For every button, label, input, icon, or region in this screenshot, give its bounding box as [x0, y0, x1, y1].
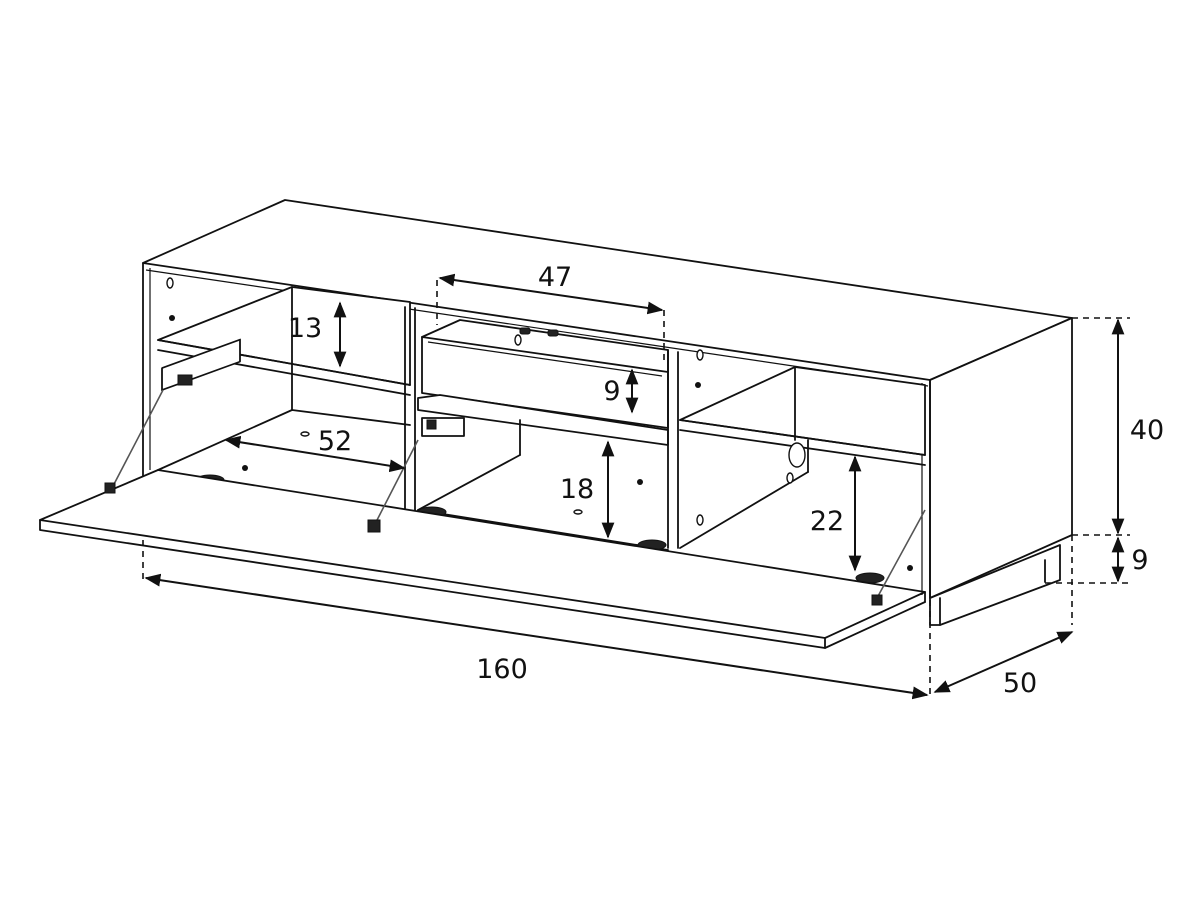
center-divider — [404, 306, 416, 513]
label-height: 40 — [1130, 415, 1164, 446]
dim-drawer-width-line — [438, 273, 664, 315]
cable-hole-icon — [788, 442, 806, 468]
label-center-height: 18 — [560, 474, 594, 505]
cabinet-plinth — [929, 544, 1061, 626]
label-top-shelf: 13 — [288, 313, 322, 344]
label-width: 160 — [476, 654, 528, 685]
extension-lines — [142, 280, 1130, 695]
dimension-lines — [144, 273, 1125, 700]
center-compartment — [417, 319, 669, 551]
label-right-height: 22 — [810, 506, 844, 537]
right-compartment — [679, 349, 926, 571]
label-drawer-width: 47 — [538, 262, 572, 293]
label-inner-width: 52 — [318, 426, 352, 457]
label-drawer-height: 9 — [603, 376, 620, 407]
dimension-labels: 160 50 40 9 47 9 13 52 18 22 — [288, 262, 1164, 699]
dim-depth-line — [933, 631, 1074, 693]
dim-inner-width-line — [224, 435, 406, 473]
label-plinth: 9 — [1131, 545, 1148, 576]
dim-width-line — [144, 573, 929, 700]
right-divider — [667, 349, 679, 549]
label-depth: 50 — [1003, 668, 1037, 699]
